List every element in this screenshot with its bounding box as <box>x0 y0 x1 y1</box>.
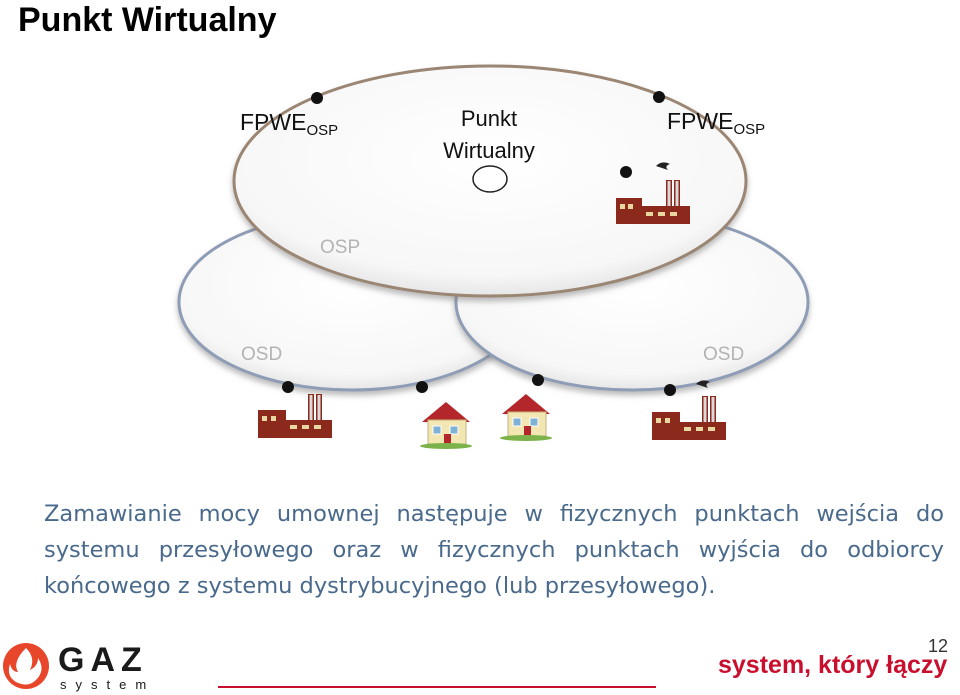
connection-points <box>282 91 676 396</box>
factory-icon <box>652 380 726 440</box>
house-icon <box>500 394 552 441</box>
virtual-point-label-line2: Wirtualny <box>443 138 535 163</box>
osd-left-label: OSD <box>241 344 282 365</box>
fpwe-left-main: FPWE <box>240 109 306 135</box>
description-text: Zamawianie mocy umownej następuje w fizy… <box>44 501 944 599</box>
logo-subtitle: system <box>60 677 156 692</box>
virtual-point-diagram: OSP OSD OSD FPWEOSP FPWEOSP Punkt Wirtua… <box>177 64 810 449</box>
footer-divider <box>218 686 656 688</box>
exit-point-dot <box>664 384 676 396</box>
virtual-point-marker <box>472 165 508 193</box>
virtual-point-label-line1: Punkt <box>461 106 517 131</box>
osd-right-label: OSD <box>703 344 744 365</box>
exit-point-dot <box>532 374 544 386</box>
exit-point-dot <box>416 381 428 393</box>
entry-point-dot <box>653 91 665 103</box>
fpwe-right-main: FPWE <box>667 108 733 134</box>
fpwe-right-label: FPWEOSP <box>667 108 765 138</box>
gaz-system-logo <box>3 643 49 689</box>
entry-point-dot <box>311 92 323 104</box>
exit-point-dot <box>282 381 294 393</box>
factory-icon <box>258 394 332 438</box>
house-icon <box>420 402 472 449</box>
company-slogan: system, który łączy <box>718 651 948 679</box>
fpwe-left-sub: OSP <box>306 122 338 139</box>
fpwe-left-label: FPWEOSP <box>240 109 338 139</box>
logo-wordmark: GAZ <box>58 641 148 679</box>
flame-icon <box>3 643 49 689</box>
page-title: Punkt Wirtualny <box>18 1 277 39</box>
entry-point-dot <box>620 166 632 178</box>
osp-label: OSP <box>320 237 360 258</box>
fpwe-right-sub: OSP <box>733 121 765 138</box>
factory-icon <box>616 162 690 224</box>
page-number: 12 <box>928 636 949 656</box>
